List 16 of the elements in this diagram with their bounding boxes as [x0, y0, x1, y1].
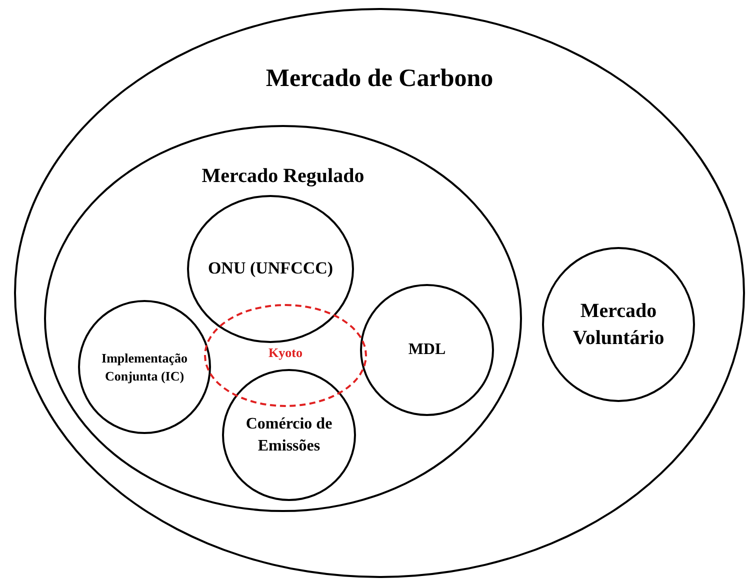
circle	[542, 247, 695, 402]
node-label: Mercado Voluntário	[572, 298, 666, 350]
node-label: Mercado Regulado	[202, 164, 364, 189]
dashed-ellipse	[204, 304, 367, 407]
node-label: MDL	[407, 340, 447, 360]
node-label: ONU (UNFCCC)	[206, 258, 334, 280]
circle	[360, 284, 494, 416]
node-label: Kyoto	[268, 344, 302, 362]
inner-ellipse	[44, 125, 522, 512]
circle	[222, 369, 356, 501]
outer-ellipse	[14, 8, 745, 578]
node-label: Comércio de Emissões	[244, 414, 334, 456]
circle	[78, 300, 211, 434]
node-label: Implementação Conjunta (IC)	[100, 349, 188, 385]
node-label: Mercado de Carbono	[266, 64, 494, 94]
circle	[187, 195, 354, 343]
